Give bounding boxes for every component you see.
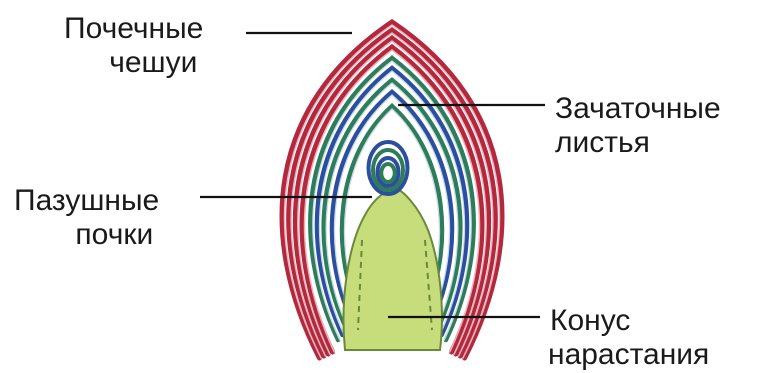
label-leaf-primordia-line1: Зачаточные (555, 92, 721, 126)
label-growth-cone-line1: Конус (548, 304, 709, 338)
label-bud-scales: Почечные чешуи (64, 12, 203, 80)
label-growth-cone: Конус нарастания (548, 304, 709, 372)
label-growth-cone-line2: нарастания (548, 338, 709, 372)
label-leaf-primordia: Зачаточные листья (555, 92, 721, 160)
axillary-bud-ring (381, 164, 395, 182)
label-bud-scales-line1: Почечные (64, 12, 203, 46)
label-leaf-primordia-line2: листья (555, 126, 721, 160)
label-bud-scales-line2: чешуи (64, 46, 203, 80)
growth-cone (344, 188, 442, 350)
label-axillary-buds: Пазушные почки (14, 184, 159, 252)
label-axillary-buds-line2: почки (14, 218, 159, 252)
axillary-bud-cluster (369, 142, 408, 194)
label-axillary-buds-line1: Пазушные (14, 184, 159, 218)
